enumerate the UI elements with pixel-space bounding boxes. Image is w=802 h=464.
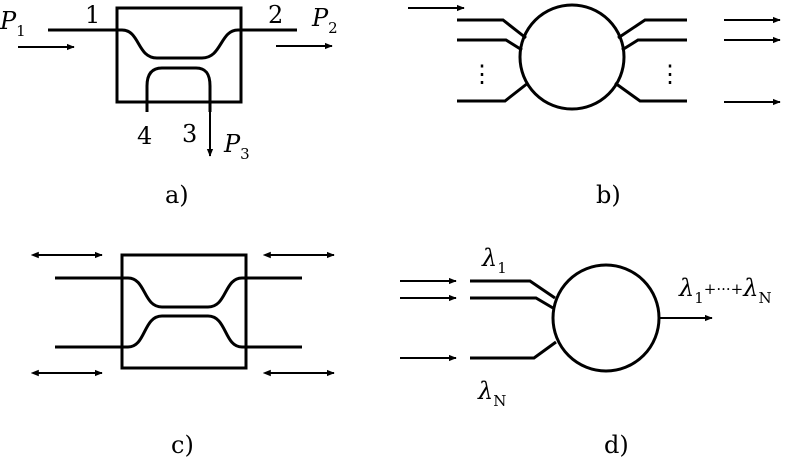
input-guide-d1 [470,279,556,300]
label-p1: P1 [0,7,26,40]
label-p2: P2 [311,4,338,37]
label-p3: P3 [223,130,250,163]
caption-c: c) [171,431,194,459]
label-lambda-1: λ1 [481,244,507,277]
port-3-label: 3 [182,120,197,148]
coupler-box-c [120,253,248,370]
panel-d-wavelength-multiplexer: λ1 λN λ1+···+λN d) [400,244,772,459]
coupler-box [115,6,243,104]
input-guide-2 [457,38,523,52]
waveguide-upper-c [55,276,302,309]
input-ellipsis: ⋮ [470,60,494,88]
output-ellipsis: ⋮ [658,60,682,88]
combiner-region [551,263,661,373]
output-guide-2 [621,38,687,52]
caption-a: a) [165,181,189,209]
mixing-region [518,3,626,111]
waveguide-lower [145,66,212,112]
input-guide-dn [470,340,557,360]
port-1-label: 1 [85,1,100,29]
input-guide-d2 [470,296,554,310]
panel-b-star-coupler: ⋮ ⋮ b) [408,3,781,209]
output-guide-n [614,81,687,103]
caption-b: b) [596,181,621,209]
input-guide-n [457,81,529,103]
panel-c-bidirectional-coupler: c) [30,251,335,459]
port-2-label: 2 [268,1,283,29]
port-4-label: 4 [137,122,152,150]
waveguide-upper [48,28,297,60]
input-guide-1 [457,18,527,40]
waveguide-lower-c [55,314,302,349]
caption-d: d) [604,431,629,459]
panel-a-coupler: P1 1 2 P2 4 3 P3 a) [0,1,338,209]
output-guide-1 [617,18,687,40]
label-lambda-n: λN [477,377,506,410]
label-output-sum: λ1+···+λN [678,274,772,307]
